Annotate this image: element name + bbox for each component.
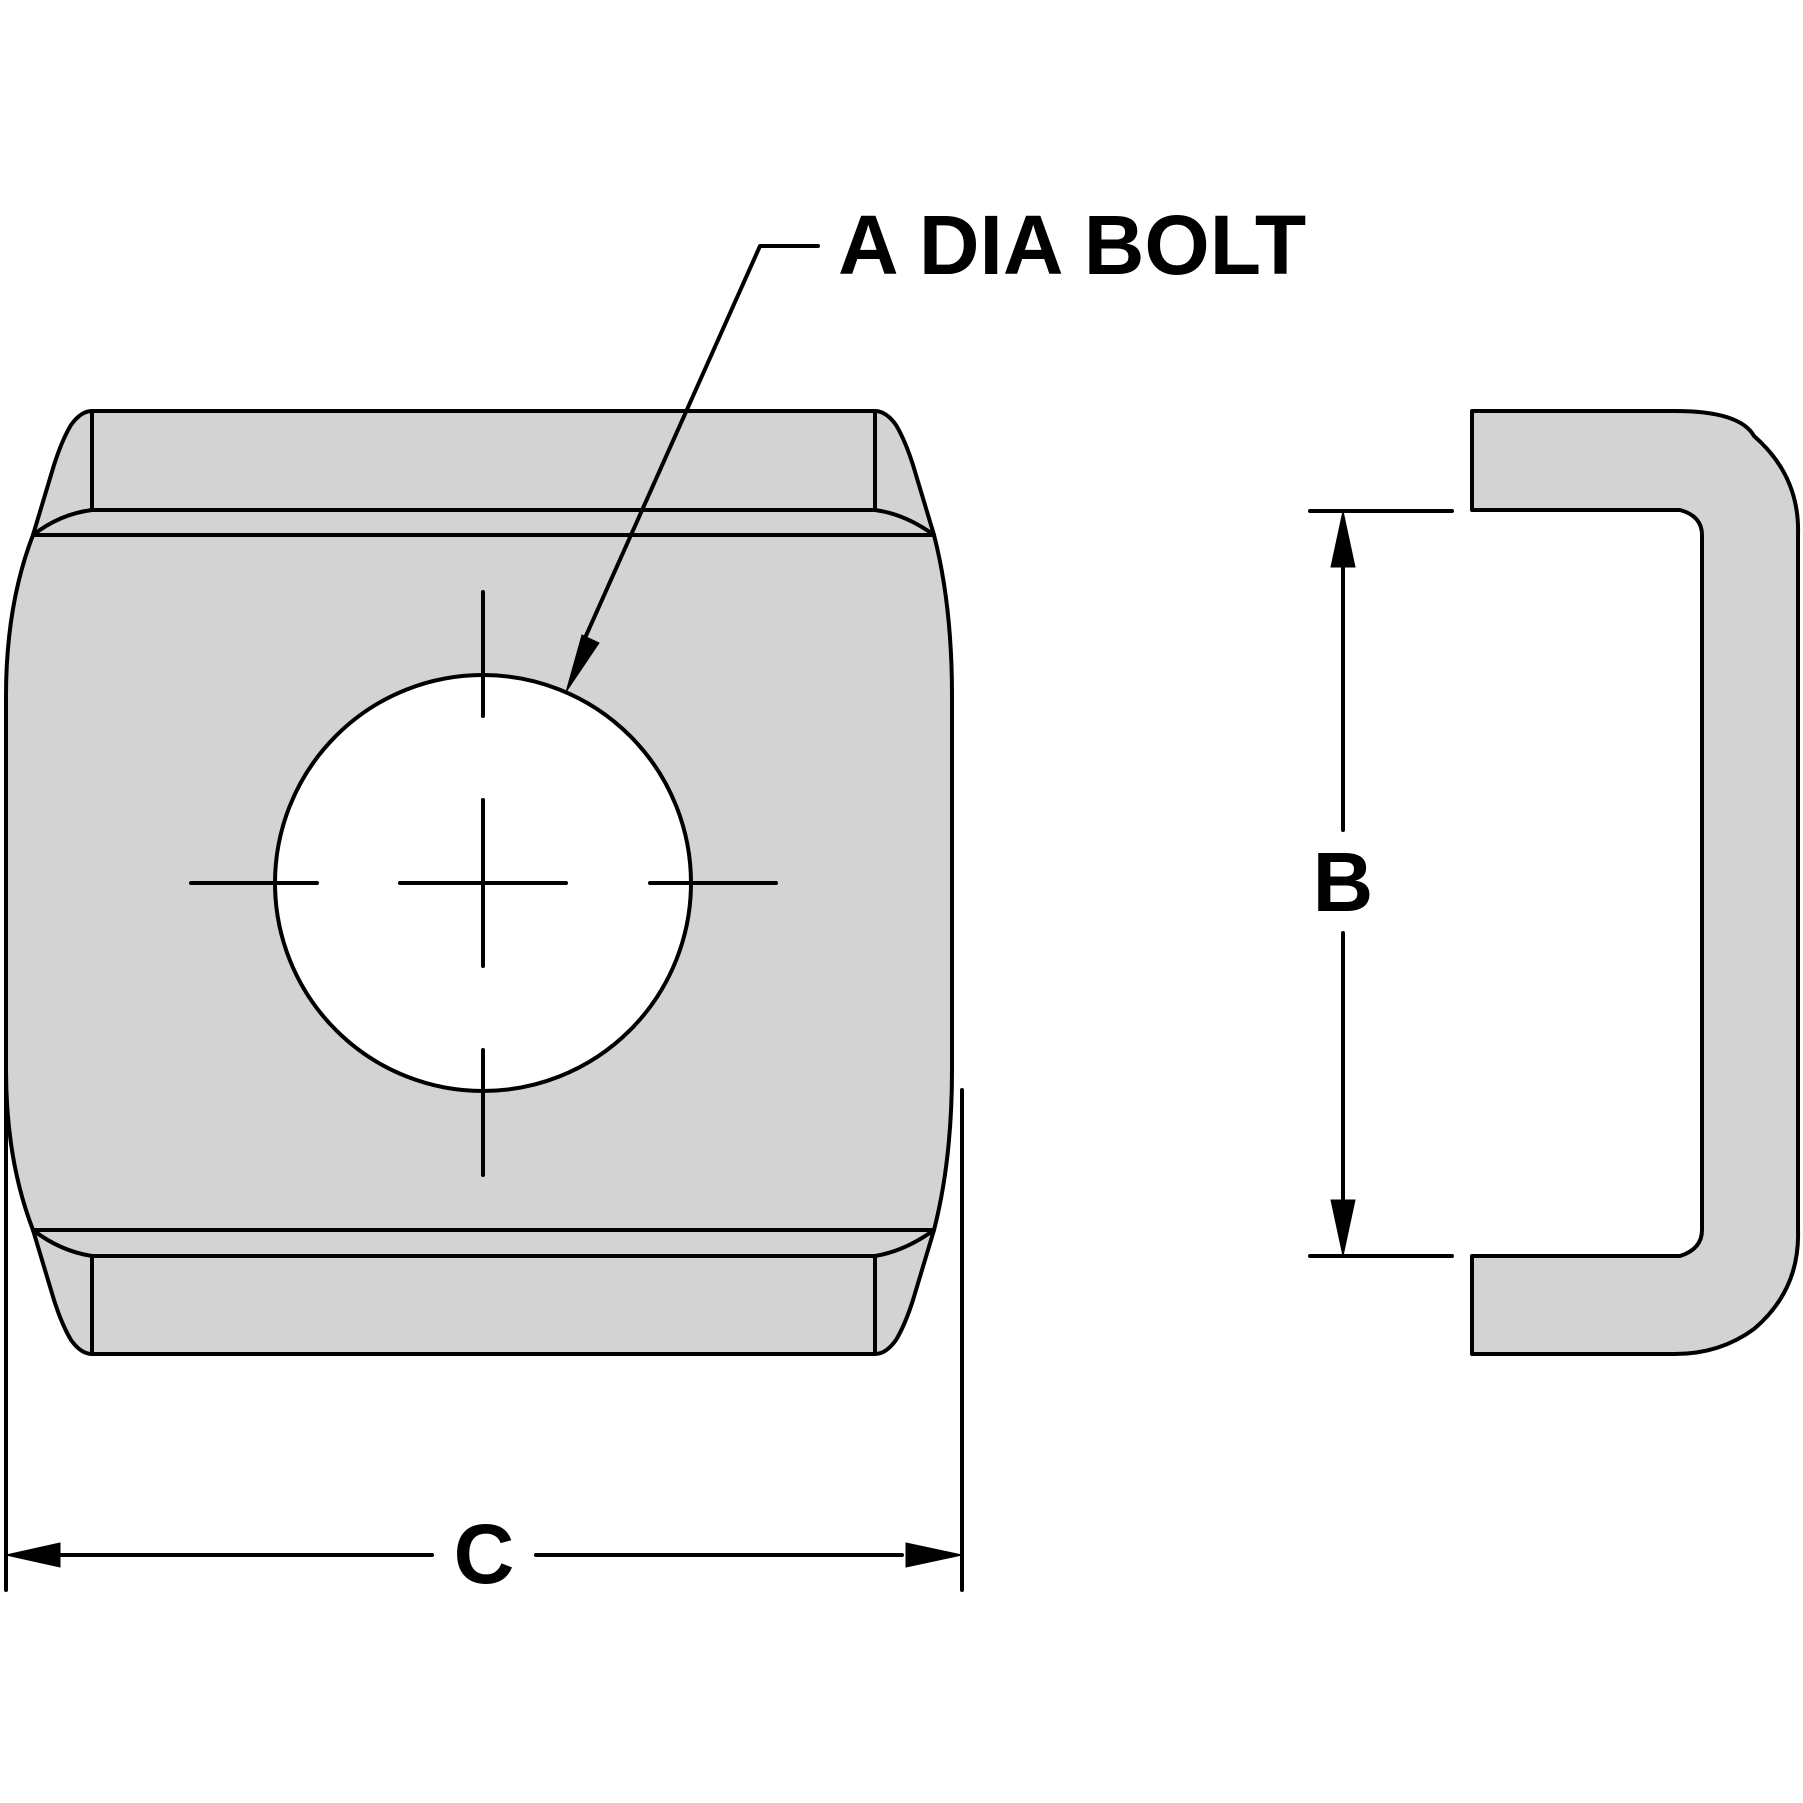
bottom-flange-fillet: [873, 1228, 936, 1258]
top-flange-fillet: [873, 508, 936, 537]
dimension-arrowhead-left: [5, 1542, 61, 1568]
width-dimension-label: C: [454, 1507, 515, 1601]
side-view: [1470, 409, 1801, 1356]
bottom-flange-fillet: [31, 1228, 94, 1258]
bolt-leader-arrowhead: [565, 634, 600, 693]
width-dimension: [4, 1068, 964, 1592]
height-dimension-label: B: [1313, 835, 1374, 929]
height-dimension: [1308, 509, 1454, 1258]
dimension-arrowhead-right: [905, 1542, 963, 1568]
dimension-arrowhead-top: [1330, 510, 1356, 568]
dimension-arrowhead-bottom: [1330, 1199, 1356, 1257]
bolt-callout-label: A DIA BOLT: [838, 198, 1306, 292]
top-flange-fillet: [31, 508, 94, 537]
front-view: [4, 244, 954, 1356]
side-profile: [1470, 409, 1801, 1356]
center-mark: [189, 590, 778, 1177]
bolt-leader-line: [583, 244, 820, 640]
